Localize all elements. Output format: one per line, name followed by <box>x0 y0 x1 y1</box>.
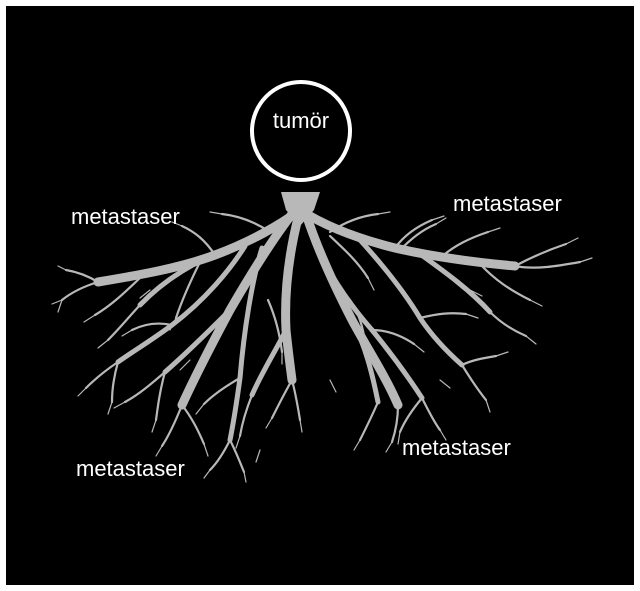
metastases-label-top-left: metastaser <box>71 206 180 228</box>
metastases-label-bottom-left: metastaser <box>76 458 185 480</box>
metastases-label-top-right: metastaser <box>453 193 562 215</box>
tumor-label: tumör <box>253 110 349 132</box>
root-system <box>52 210 592 482</box>
metastases-label-bottom-right: metastaser <box>402 437 511 459</box>
